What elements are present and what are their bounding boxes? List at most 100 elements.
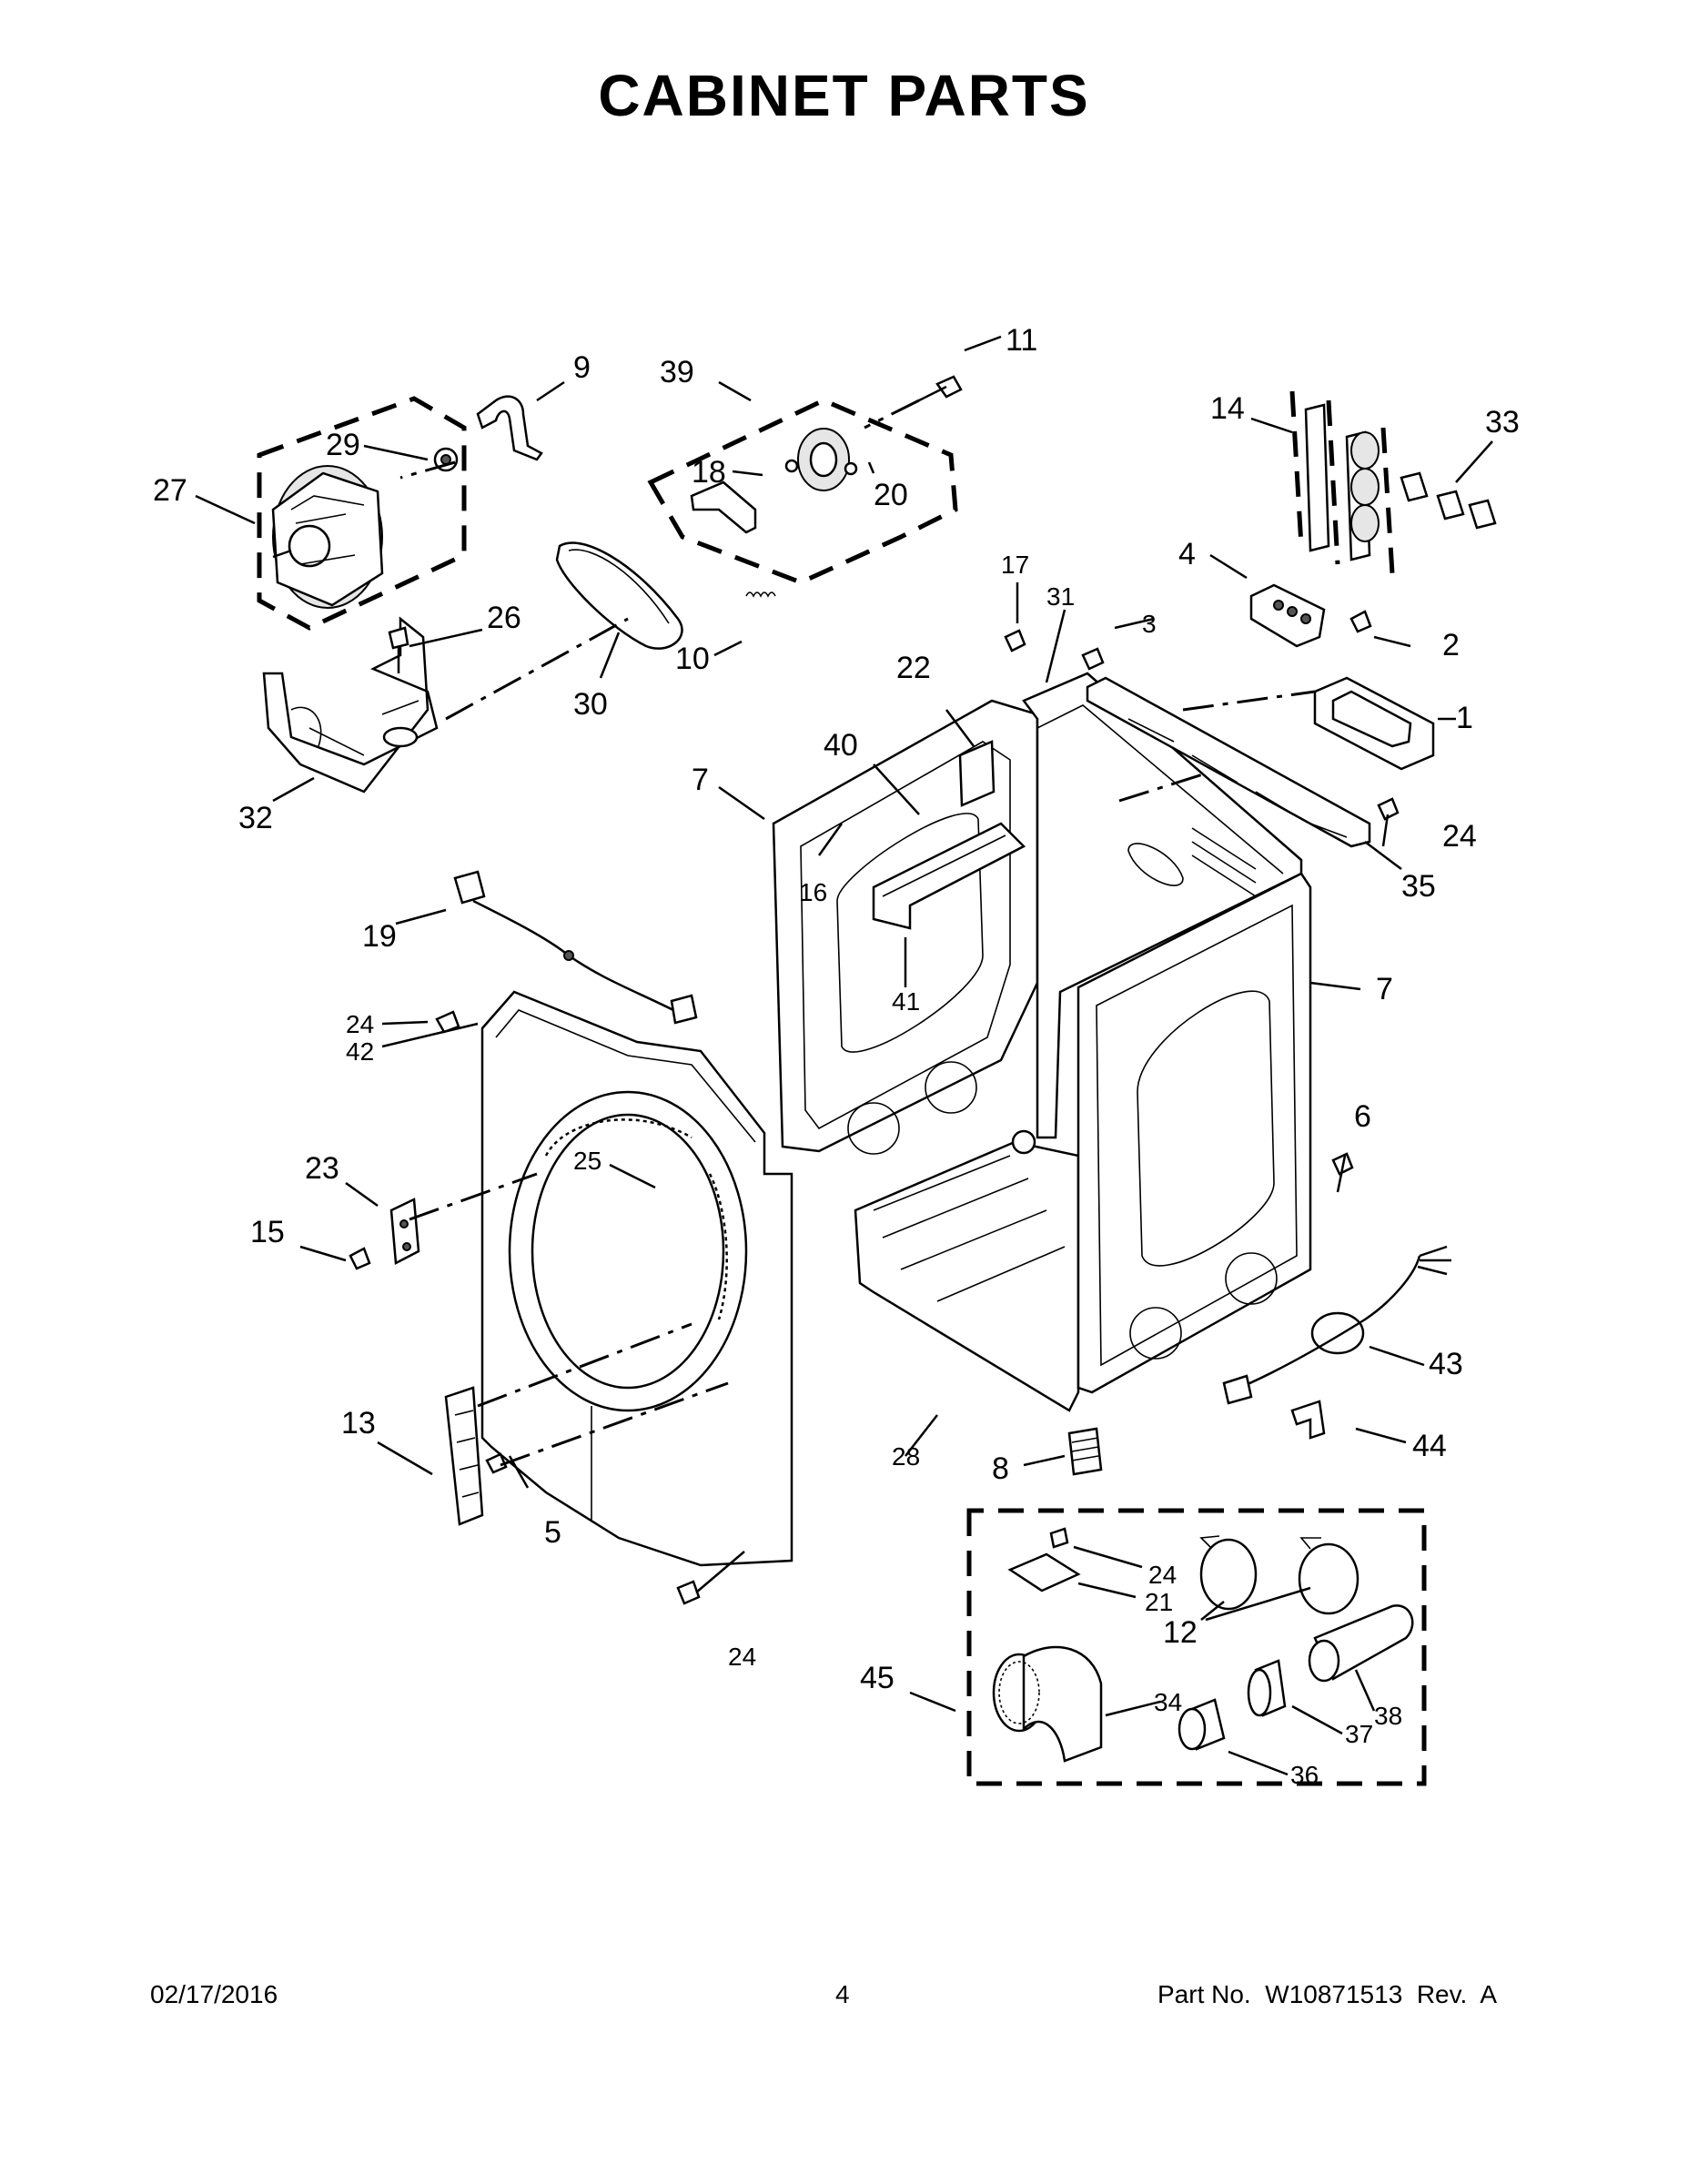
idler-spring	[745, 592, 776, 598]
vent-hood-12b	[1298, 1537, 1359, 1615]
callout-24-vent: 24	[1148, 1561, 1177, 1589]
screw-5	[485, 1452, 508, 1474]
callout-1: 1	[1456, 701, 1473, 735]
callout-13: 13	[341, 1406, 376, 1441]
callout-31: 31	[1046, 582, 1075, 611]
screw-24-console	[1377, 797, 1400, 821]
callout-26: 26	[487, 601, 521, 635]
screw-3	[1081, 647, 1105, 671]
callout-28: 28	[892, 1442, 920, 1471]
callout-10: 10	[675, 642, 710, 676]
callout-7-right: 7	[1376, 972, 1393, 1006]
callout-6: 6	[1354, 1099, 1371, 1134]
callout-8: 8	[992, 1451, 1009, 1486]
knob-switch-group	[1289, 390, 1497, 574]
callout-3: 3	[1142, 610, 1157, 638]
vent-hood-12a	[1199, 1535, 1258, 1611]
callout-39: 39	[660, 355, 694, 389]
vent-cover-21	[1007, 1552, 1081, 1592]
screw-17	[1004, 629, 1026, 652]
leveling-foot	[1067, 1427, 1103, 1476]
callout-42: 42	[346, 1037, 374, 1066]
screw-2	[1349, 610, 1372, 633]
screw-24-bottom	[676, 1580, 701, 1605]
callout-18: 18	[692, 455, 726, 490]
callout-17: 17	[1001, 551, 1029, 579]
control-board	[1313, 676, 1435, 771]
callout-22: 22	[896, 651, 931, 685]
callout-labels: 1 2 3 4 5 6 7 7 8 9 10 11 12 13 14 15 16…	[153, 323, 1520, 1789]
motor-mount-bracket	[262, 616, 439, 794]
page-title: CABINET PARTS	[598, 63, 1090, 128]
label-22	[958, 740, 996, 807]
callout-2: 2	[1442, 628, 1460, 662]
top-console-bracket	[1086, 676, 1371, 848]
switch-4	[1249, 583, 1326, 648]
callout-45: 45	[860, 1661, 895, 1695]
callout-7-left: 7	[692, 763, 709, 797]
wire-harness	[453, 870, 698, 1025]
idler-pulley	[784, 428, 858, 491]
callout-29: 29	[326, 428, 360, 462]
callout-19: 19	[362, 919, 397, 954]
callout-4: 4	[1178, 537, 1196, 571]
callout-30: 30	[573, 687, 608, 722]
screw-26	[388, 626, 409, 673]
callout-5: 5	[544, 1515, 561, 1550]
vent-elbow-34	[992, 1645, 1103, 1763]
screw-24-panel	[435, 1010, 460, 1034]
motor-assembly-group	[257, 396, 467, 631]
callout-20: 20	[874, 478, 908, 512]
callout-24-panel: 24	[346, 1010, 374, 1038]
callout-14: 14	[1210, 391, 1245, 426]
leader-arrows	[195, 335, 1493, 1776]
vent-coupler-36	[1178, 1698, 1226, 1751]
cabinet-base	[854, 1129, 1080, 1412]
callout-27: 27	[153, 473, 187, 508]
callout-21: 21	[1145, 1588, 1173, 1616]
callout-23: 23	[305, 1151, 339, 1186]
front-panel	[480, 990, 793, 1567]
drive-motor	[271, 465, 384, 609]
hinge-23	[389, 1198, 420, 1265]
callout-44: 44	[1412, 1429, 1447, 1463]
footer-part-number: Part No. W10871513 Rev. A	[1157, 1980, 1498, 2008]
screw-11	[918, 375, 963, 402]
bracket-40-41	[872, 822, 1026, 930]
callout-35: 35	[1401, 869, 1436, 904]
callout-24-bottom: 24	[728, 1643, 756, 1671]
idler-assembly-group	[647, 398, 958, 585]
vent-coupler-37	[1247, 1659, 1287, 1717]
hinge-13	[444, 1386, 484, 1526]
vent-pipe-38	[1308, 1604, 1414, 1683]
callout-32: 32	[238, 801, 273, 835]
callout-38: 38	[1374, 1702, 1402, 1730]
alignment-lines	[399, 399, 1316, 1467]
idler-bracket	[690, 480, 757, 534]
vent-kit-group	[966, 1508, 1427, 1786]
callout-37: 37	[1345, 1720, 1373, 1748]
footer-page-number: 4	[835, 1980, 850, 2008]
cord-clip	[1290, 1400, 1326, 1440]
callout-41: 41	[892, 987, 920, 1016]
motor-clamp	[476, 395, 543, 461]
power-cord	[1222, 1245, 1451, 1405]
drive-belt	[555, 541, 683, 650]
callout-36: 36	[1290, 1761, 1319, 1789]
screw-24-vent	[1049, 1527, 1069, 1549]
callout-24-console: 24	[1442, 819, 1477, 854]
callout-16: 16	[799, 878, 827, 906]
callout-34: 34	[1154, 1688, 1182, 1716]
callout-15: 15	[250, 1215, 285, 1249]
screw-15	[349, 1247, 371, 1270]
callout-40: 40	[824, 728, 858, 763]
callout-11: 11	[1006, 323, 1037, 358]
callout-25: 25	[573, 1147, 601, 1175]
callout-9: 9	[573, 350, 591, 385]
right-side-panel	[1076, 872, 1312, 1394]
callout-12: 12	[1163, 1615, 1198, 1650]
footer-date: 02/17/2016	[150, 1980, 278, 2008]
callout-43: 43	[1429, 1347, 1463, 1381]
callout-33: 33	[1485, 405, 1520, 440]
